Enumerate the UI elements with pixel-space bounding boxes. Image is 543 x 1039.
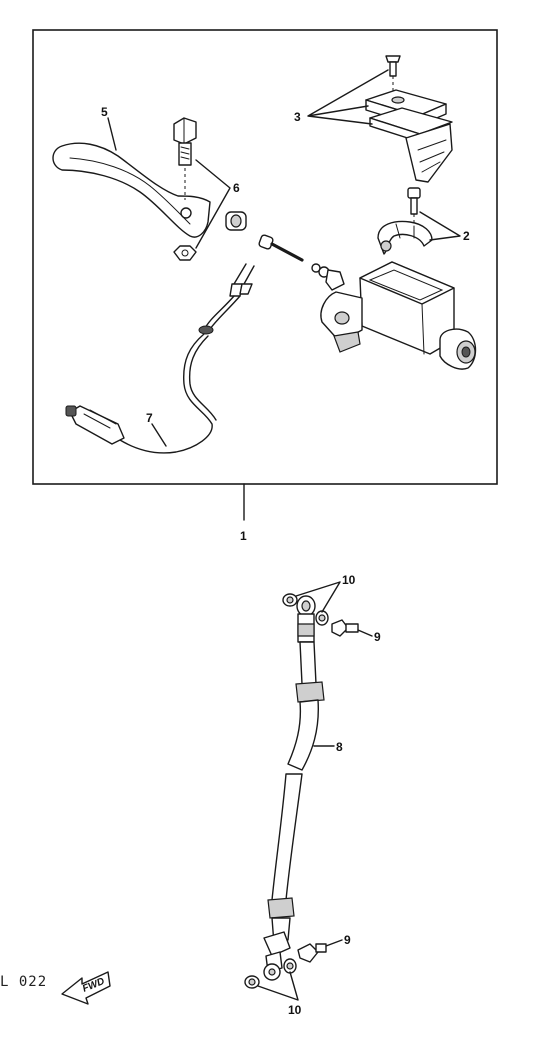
pivot-bushing [225,211,247,231]
callout-6: 6 [233,181,240,195]
handlebar-clamp [377,220,433,255]
lever-nut [173,245,197,261]
lever-bolt [173,117,197,200]
master-cylinder-body [320,261,477,370]
banjo-bolt-bottom [297,943,327,963]
brake-hose-bottom-fitting [244,931,297,989]
forward-arrow-icon: FWD [61,971,111,1005]
cap-screw [385,55,401,92]
callout-2: 2 [463,229,470,243]
leader-7 [151,423,167,447]
master-cylinder-piston [258,234,345,291]
callout-3: 3 [294,110,301,124]
callout-10-bottom: 10 [288,1003,302,1017]
callout-7: 7 [146,411,153,425]
banjo-bolt-top [331,619,359,637]
callout-10-top: 10 [342,573,356,587]
callout-9-bottom: 9 [344,933,351,947]
brake-lever [52,142,211,238]
leader-2 [419,211,461,241]
brake-hose [267,641,325,945]
leader-6 [195,159,231,249]
assembly-frame [32,29,498,485]
leader-10a [295,581,341,613]
callout-5: 5 [101,105,108,119]
leader-9b [325,939,343,947]
leader-3 [307,69,389,125]
callout-1: 1 [240,529,247,543]
reservoir-cap-assembly [365,89,453,183]
leader-5 [107,117,117,151]
brake-light-switch [65,263,255,454]
leader-10b [257,971,299,1001]
callout-8: 8 [336,740,343,754]
callout-9-top: 9 [374,630,381,644]
brake-hose-top-fitting [282,593,329,643]
page-reference: L 022 [0,974,47,990]
leader-9a [357,629,373,637]
